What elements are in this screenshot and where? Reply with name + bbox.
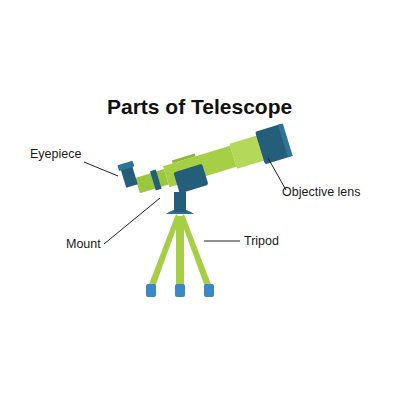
tripod-foot xyxy=(204,284,214,297)
leader-line xyxy=(204,241,240,242)
eyepiece-part xyxy=(117,161,139,189)
part-label: Tripod xyxy=(244,234,279,248)
tube-ring xyxy=(150,170,162,191)
tripod-foot xyxy=(175,284,185,297)
objective-rim xyxy=(278,123,293,157)
tripod-leg xyxy=(176,216,184,287)
diagram-title: Parts of Telescope xyxy=(107,95,292,119)
eyepiece-lens xyxy=(117,161,134,171)
tripod-foot xyxy=(146,284,156,297)
part-label: Objective lens xyxy=(282,185,361,199)
telescope-tube xyxy=(133,123,294,204)
leader-line xyxy=(104,198,160,244)
tripod xyxy=(146,209,214,297)
leader-lines xyxy=(84,158,286,244)
part-label: Eyepiece xyxy=(30,147,81,161)
tripod-leg xyxy=(148,214,180,287)
mount-clamp xyxy=(173,164,208,194)
mount-post xyxy=(174,192,186,212)
tripod-leg xyxy=(180,214,212,287)
leader-line xyxy=(84,162,118,176)
part-label: Mount xyxy=(66,237,101,251)
rear-tube xyxy=(135,169,168,193)
tube-strip xyxy=(172,153,196,163)
objective-cap xyxy=(255,124,292,165)
